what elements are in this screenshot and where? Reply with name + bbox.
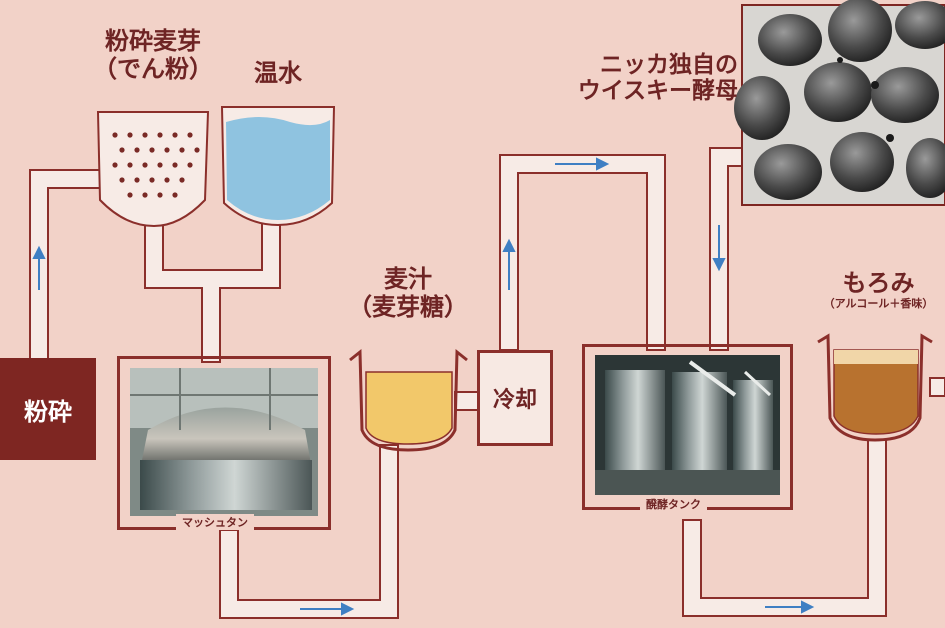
fermentation-tank-frame: [582, 344, 793, 510]
mash-tun-label: マッシュタン: [176, 514, 254, 530]
moromi-label: もろみ （アルコール＋香味）: [812, 269, 945, 310]
mash-tun-frame: [117, 356, 331, 530]
cooling-label: 冷却: [492, 388, 537, 413]
moromi-subtitle: （アルコール＋香味）: [823, 296, 934, 310]
wort-tank: [349, 348, 468, 452]
malt-grain-dots: [112, 132, 200, 198]
wort-subtitle: （麦芽糖）: [348, 292, 468, 321]
moromi-tank: [817, 333, 933, 442]
warm-water-tank: [220, 106, 336, 227]
warm-water-label: 温水: [254, 59, 302, 87]
pipe-moromi-out: [929, 377, 945, 397]
arrow-right-icon: [555, 157, 610, 171]
pipe-wort-to-cooling: [454, 391, 479, 411]
arrow-down-icon: [712, 225, 726, 272]
pipe-cooling-to-fermenter: [499, 154, 666, 351]
fermentation-tank-photo: [595, 355, 780, 495]
arrow-up-icon: [502, 238, 516, 290]
moromi-title: もろみ: [842, 269, 915, 297]
yeast-line-1: ニッカ独自の: [600, 52, 738, 78]
arrow-right-icon: [300, 602, 355, 616]
wort-title: 麦汁: [384, 265, 432, 293]
pipes: [29, 147, 945, 619]
arrow-right-icon: [765, 600, 815, 614]
mash-tun-photo: [130, 368, 318, 516]
fermentation-tank-label: 醗酵タンク: [640, 496, 707, 512]
flow-arrows: [32, 157, 815, 616]
malt-hopper: [96, 111, 210, 228]
crush-box: 粉砕: [0, 358, 96, 460]
malt-subtitle: （でん粉）: [93, 54, 213, 83]
crush-label: 粉砕: [24, 397, 72, 426]
wort-label: 麦汁 （麦芽糖）: [348, 265, 468, 321]
malt-label: 粉砕麦芽 （でん粉）: [88, 27, 218, 83]
yeast-label: ニッカ独自の ウイスキー酵母: [528, 52, 738, 105]
yeast-line-2: ウイスキー酵母: [577, 78, 738, 105]
yeast-cells-image: [734, 0, 945, 206]
malt-title: 粉砕麦芽: [105, 27, 201, 55]
cooling-box: 冷却: [477, 350, 553, 446]
pipe-y-junction: [144, 219, 281, 363]
arrow-up-icon: [32, 245, 46, 290]
pipe-crush-to-hopper: [29, 169, 111, 361]
